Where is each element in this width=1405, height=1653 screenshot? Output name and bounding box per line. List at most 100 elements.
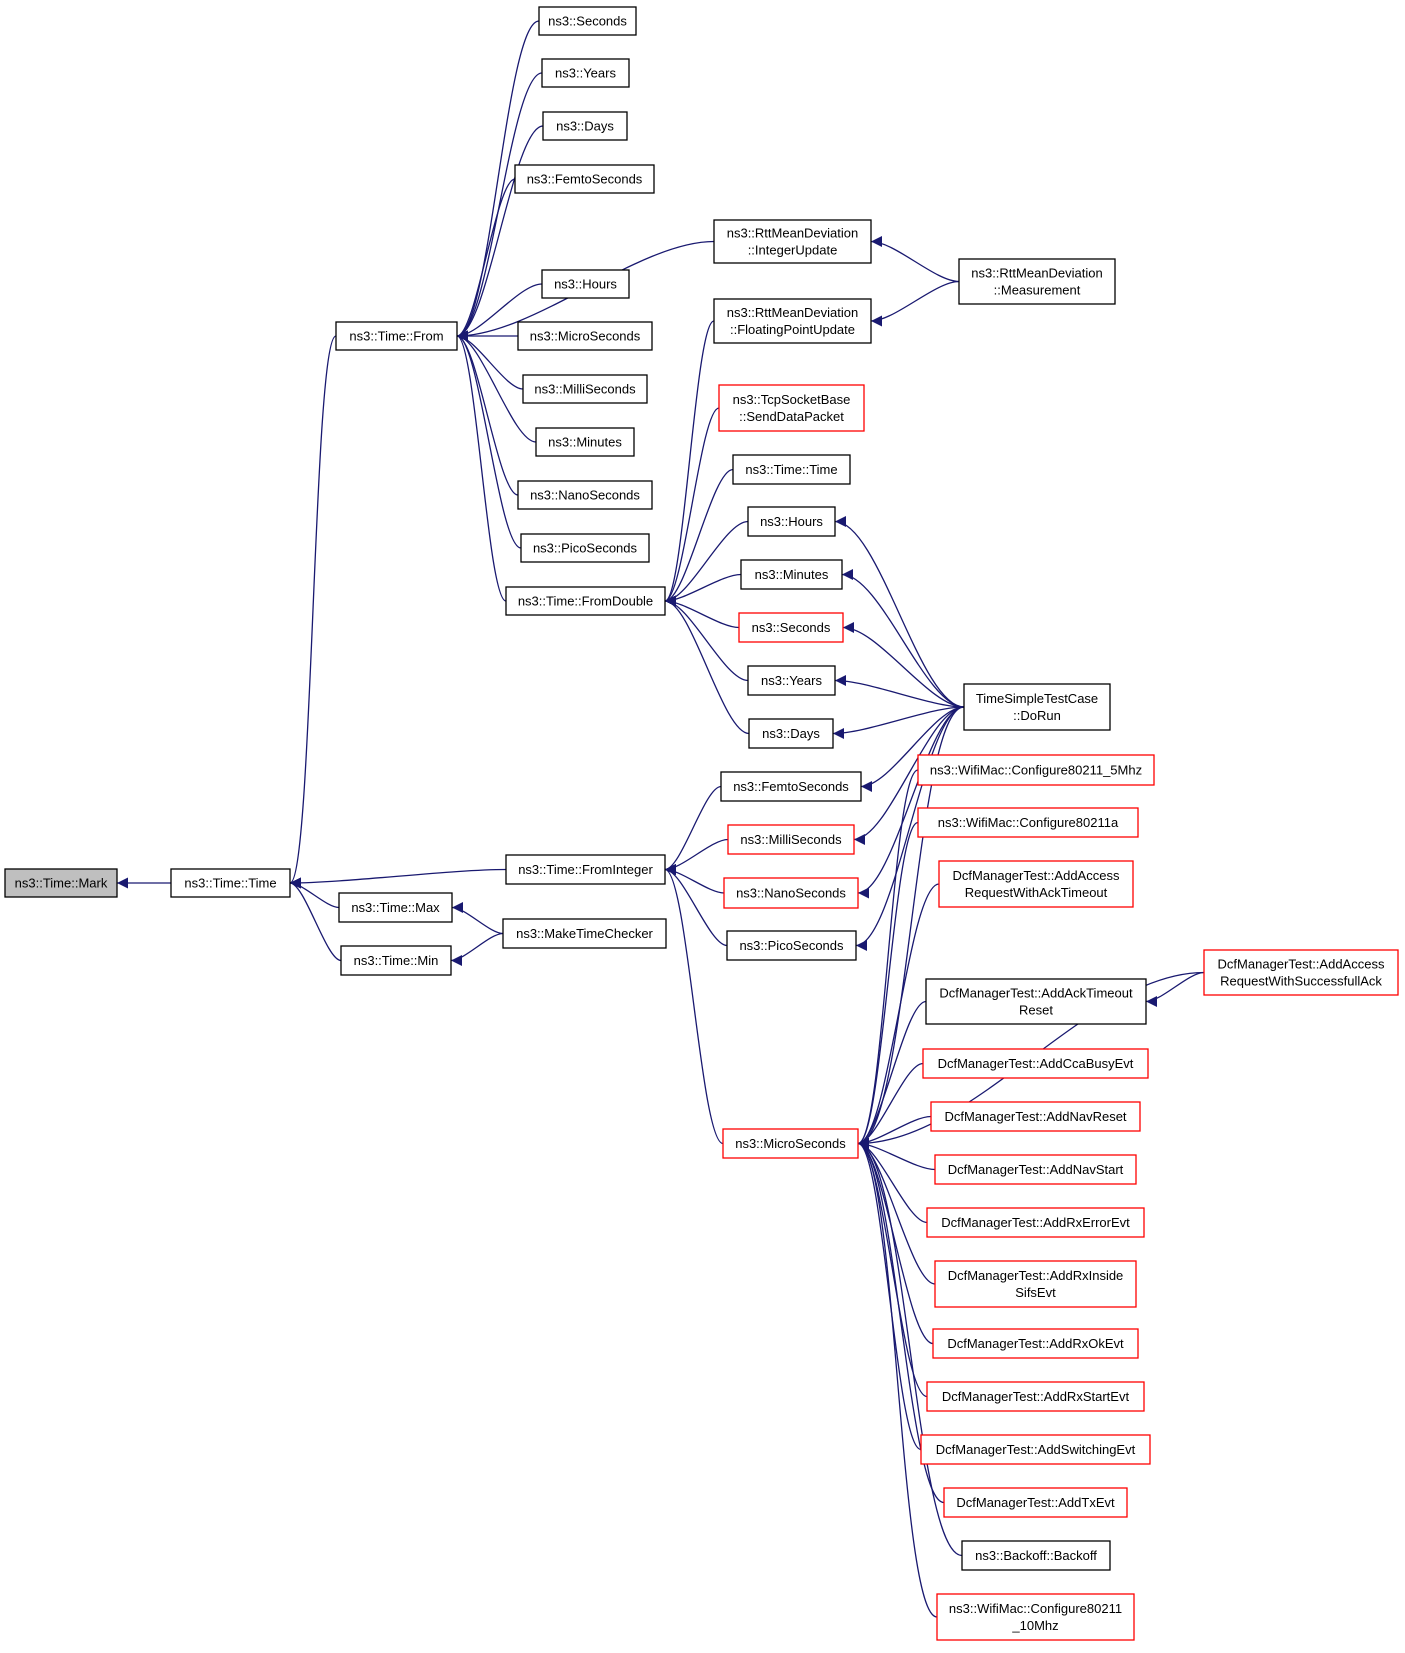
node-ns3-time-time[interactable]: ns3::Time::Time bbox=[170, 868, 291, 898]
node-label: ns3::FemtoSeconds bbox=[527, 172, 643, 187]
edge-i_micro-to-frominteger bbox=[664, 864, 724, 1145]
node-box bbox=[925, 978, 1147, 1025]
node-label: ns3::Time::Time bbox=[184, 876, 276, 891]
node-timesimpletestcase-dorun[interactable]: TimeSimpleTestCase::DoRun bbox=[963, 683, 1111, 731]
node-ns3-wifimac-configure80211-5mhz[interactable]: ns3::WifiMac::Configure80211_5Mhz bbox=[917, 754, 1155, 786]
node-ns3-tcpsocketbase-senddatapacket[interactable]: ns3::TcpSocketBase::SendDataPacket bbox=[718, 384, 865, 432]
node-box bbox=[713, 298, 872, 344]
edge-dcf_rxok-to-i_micro bbox=[857, 1138, 934, 1345]
node-box bbox=[535, 427, 635, 457]
node-dcfmanagertest-addaccess-requestwithacktimeout[interactable]: DcfManagerTest::AddAccessRequestWithAckT… bbox=[938, 860, 1134, 908]
node-box bbox=[541, 269, 630, 299]
edge-d_years-to-fromdouble bbox=[664, 595, 749, 682]
node-ns3-rttmeandeviation-integerupdate[interactable]: ns3::RttMeanDeviation::IntegerUpdate bbox=[713, 219, 872, 264]
node-box bbox=[718, 384, 865, 432]
node-label: ns3::MilliSeconds bbox=[534, 382, 636, 397]
node-ns3-nanoseconds[interactable]: ns3::NanoSeconds bbox=[723, 877, 859, 909]
node-box bbox=[961, 1540, 1111, 1571]
node-ns3-milliseconds[interactable]: ns3::MilliSeconds bbox=[727, 824, 855, 855]
node-box bbox=[517, 480, 653, 510]
node-ns3-rttmeandeviation-floatingpointupdate[interactable]: ns3::RttMeanDeviation::FloatingPointUpda… bbox=[713, 298, 872, 344]
node-ns3-microseconds[interactable]: ns3::MicroSeconds bbox=[722, 1128, 859, 1159]
node-box bbox=[740, 559, 843, 590]
node-dcfmanagertest-addswitchingevt[interactable]: DcfManagerTest::AddSwitchingEvt bbox=[920, 1434, 1151, 1465]
node-ns3-time-max[interactable]: ns3::Time::Max bbox=[338, 892, 453, 923]
node-box bbox=[335, 321, 458, 351]
node-dcfmanagertest-addtxevt[interactable]: DcfManagerTest::AddTxEvt bbox=[943, 1487, 1128, 1518]
node-box bbox=[520, 533, 650, 563]
node-label: ns3::WifiMac::Configure80211 bbox=[949, 1601, 1122, 1616]
node-box bbox=[936, 1593, 1135, 1641]
node-ns3-picoseconds[interactable]: ns3::PicoSeconds bbox=[726, 930, 857, 961]
node-ns3-microseconds[interactable]: ns3::MicroSeconds bbox=[517, 321, 653, 351]
node-ns3-hours[interactable]: ns3::Hours bbox=[541, 269, 630, 299]
node-label: ns3::Seconds bbox=[752, 620, 831, 635]
node-label: ns3::Time::Min bbox=[354, 953, 439, 968]
node-dcfmanagertest-addrxokevt[interactable]: DcfManagerTest::AddRxOkEvt bbox=[932, 1328, 1139, 1359]
node-ns3-nanoseconds[interactable]: ns3::NanoSeconds bbox=[517, 480, 653, 510]
node-ns3-wifimac-configure80211-10mhz[interactable]: ns3::WifiMac::Configure80211_10Mhz bbox=[936, 1593, 1135, 1641]
node-ns3-time-time[interactable]: ns3::Time::Time bbox=[732, 454, 851, 485]
node-box bbox=[930, 1101, 1141, 1132]
node-label: DcfManagerTest::AddCcaBusyEvt bbox=[938, 1056, 1134, 1071]
node-box bbox=[738, 612, 844, 643]
node-box bbox=[922, 1048, 1149, 1079]
node-ns3-years[interactable]: ns3::Years bbox=[541, 58, 630, 88]
node-label: DcfManagerTest::AddTxEvt bbox=[956, 1495, 1115, 1510]
node-box bbox=[926, 1207, 1145, 1238]
node-label: ::Measurement bbox=[994, 283, 1081, 298]
node-label: DcfManagerTest::AddAccess bbox=[953, 868, 1120, 883]
node-ns3-time-min[interactable]: ns3::Time::Min bbox=[340, 945, 452, 976]
node-ns3-minutes[interactable]: ns3::Minutes bbox=[740, 559, 843, 590]
node-ns3-minutes[interactable]: ns3::Minutes bbox=[535, 427, 635, 457]
node-box bbox=[505, 586, 666, 616]
node-dcfmanagertest-addnavstart[interactable]: DcfManagerTest::AddNavStart bbox=[934, 1154, 1137, 1185]
node-ns3-years[interactable]: ns3::Years bbox=[747, 665, 836, 696]
edge-dcf_ackreset-to-i_micro bbox=[857, 1000, 927, 1149]
node-label: ns3::PicoSeconds bbox=[739, 938, 844, 953]
node-label: ns3::Hours bbox=[554, 277, 617, 292]
node-ns3-days[interactable]: ns3::Days bbox=[542, 111, 628, 141]
edge-min-to-time bbox=[289, 877, 342, 962]
node-ns3-seconds[interactable]: ns3::Seconds bbox=[738, 612, 844, 643]
node-ns3-picoseconds[interactable]: ns3::PicoSeconds bbox=[520, 533, 650, 563]
node-dcfmanagertest-addrxerrorevt[interactable]: DcfManagerTest::AddRxErrorEvt bbox=[926, 1207, 1145, 1238]
node-box bbox=[713, 219, 872, 264]
node-ns3-backoff-backoff[interactable]: ns3::Backoff::Backoff bbox=[961, 1540, 1111, 1571]
node-ns3-time-fromdouble[interactable]: ns3::Time::FromDouble bbox=[505, 586, 666, 616]
node-ns3-time-frominteger[interactable]: ns3::Time::FromInteger bbox=[505, 854, 666, 885]
node-dcfmanagertest-addaccess-requestwithsuccessfullack[interactable]: DcfManagerTest::AddAccessRequestWithSucc… bbox=[1203, 949, 1399, 996]
node-label: ns3::RttMeanDeviation bbox=[727, 226, 859, 241]
node-ns3-hours[interactable]: ns3::Hours bbox=[747, 506, 836, 537]
node-box bbox=[917, 807, 1139, 838]
node-dcfmanagertest-addrxstartevt[interactable]: DcfManagerTest::AddRxStartEvt bbox=[926, 1381, 1145, 1412]
edge-fromdouble-to-from bbox=[456, 330, 507, 602]
node-label: ns3::RttMeanDeviation bbox=[971, 266, 1103, 281]
node-box bbox=[542, 111, 628, 141]
node-label: DcfManagerTest::AddRxInside bbox=[948, 1268, 1124, 1283]
node-ns3-time-from[interactable]: ns3::Time::From bbox=[335, 321, 458, 351]
node-ns3-seconds[interactable]: ns3::Seconds bbox=[538, 6, 637, 36]
node-box bbox=[727, 824, 855, 855]
node-label: ns3::Time::Time bbox=[745, 462, 837, 477]
node-ns3-femtoseconds[interactable]: ns3::FemtoSeconds bbox=[720, 771, 862, 802]
node-label: ns3::MilliSeconds bbox=[740, 832, 842, 847]
node-box bbox=[722, 1128, 859, 1159]
node-ns3-rttmeandeviation-measurement[interactable]: ns3::RttMeanDeviation::Measurement bbox=[958, 258, 1116, 305]
node-ns3-days[interactable]: ns3::Days bbox=[748, 718, 834, 749]
edge-d_timetime-to-fromdouble bbox=[664, 468, 734, 607]
node-box bbox=[926, 1381, 1145, 1412]
edge-tstc-to-i_pico bbox=[855, 706, 965, 951]
node-ns3-wifimac-configure80211a[interactable]: ns3::WifiMac::Configure80211a bbox=[917, 807, 1139, 838]
node-dcfmanagertest-addccabusyevt[interactable]: DcfManagerTest::AddCcaBusyEvt bbox=[922, 1048, 1149, 1079]
node-ns3-milliseconds[interactable]: ns3::MilliSeconds bbox=[522, 374, 648, 404]
node-ns3-femtoseconds[interactable]: ns3::FemtoSeconds bbox=[514, 164, 655, 194]
node-label: ::FloatingPointUpdate bbox=[730, 322, 855, 337]
node-dcfmanagertest-addnavreset[interactable]: DcfManagerTest::AddNavReset bbox=[930, 1101, 1141, 1132]
node-ns3-maketimechecker[interactable]: ns3::MakeTimeChecker bbox=[502, 918, 667, 949]
node-label: ::SendDataPacket bbox=[739, 409, 844, 424]
edge-i_nano-to-frominteger bbox=[664, 864, 725, 894]
